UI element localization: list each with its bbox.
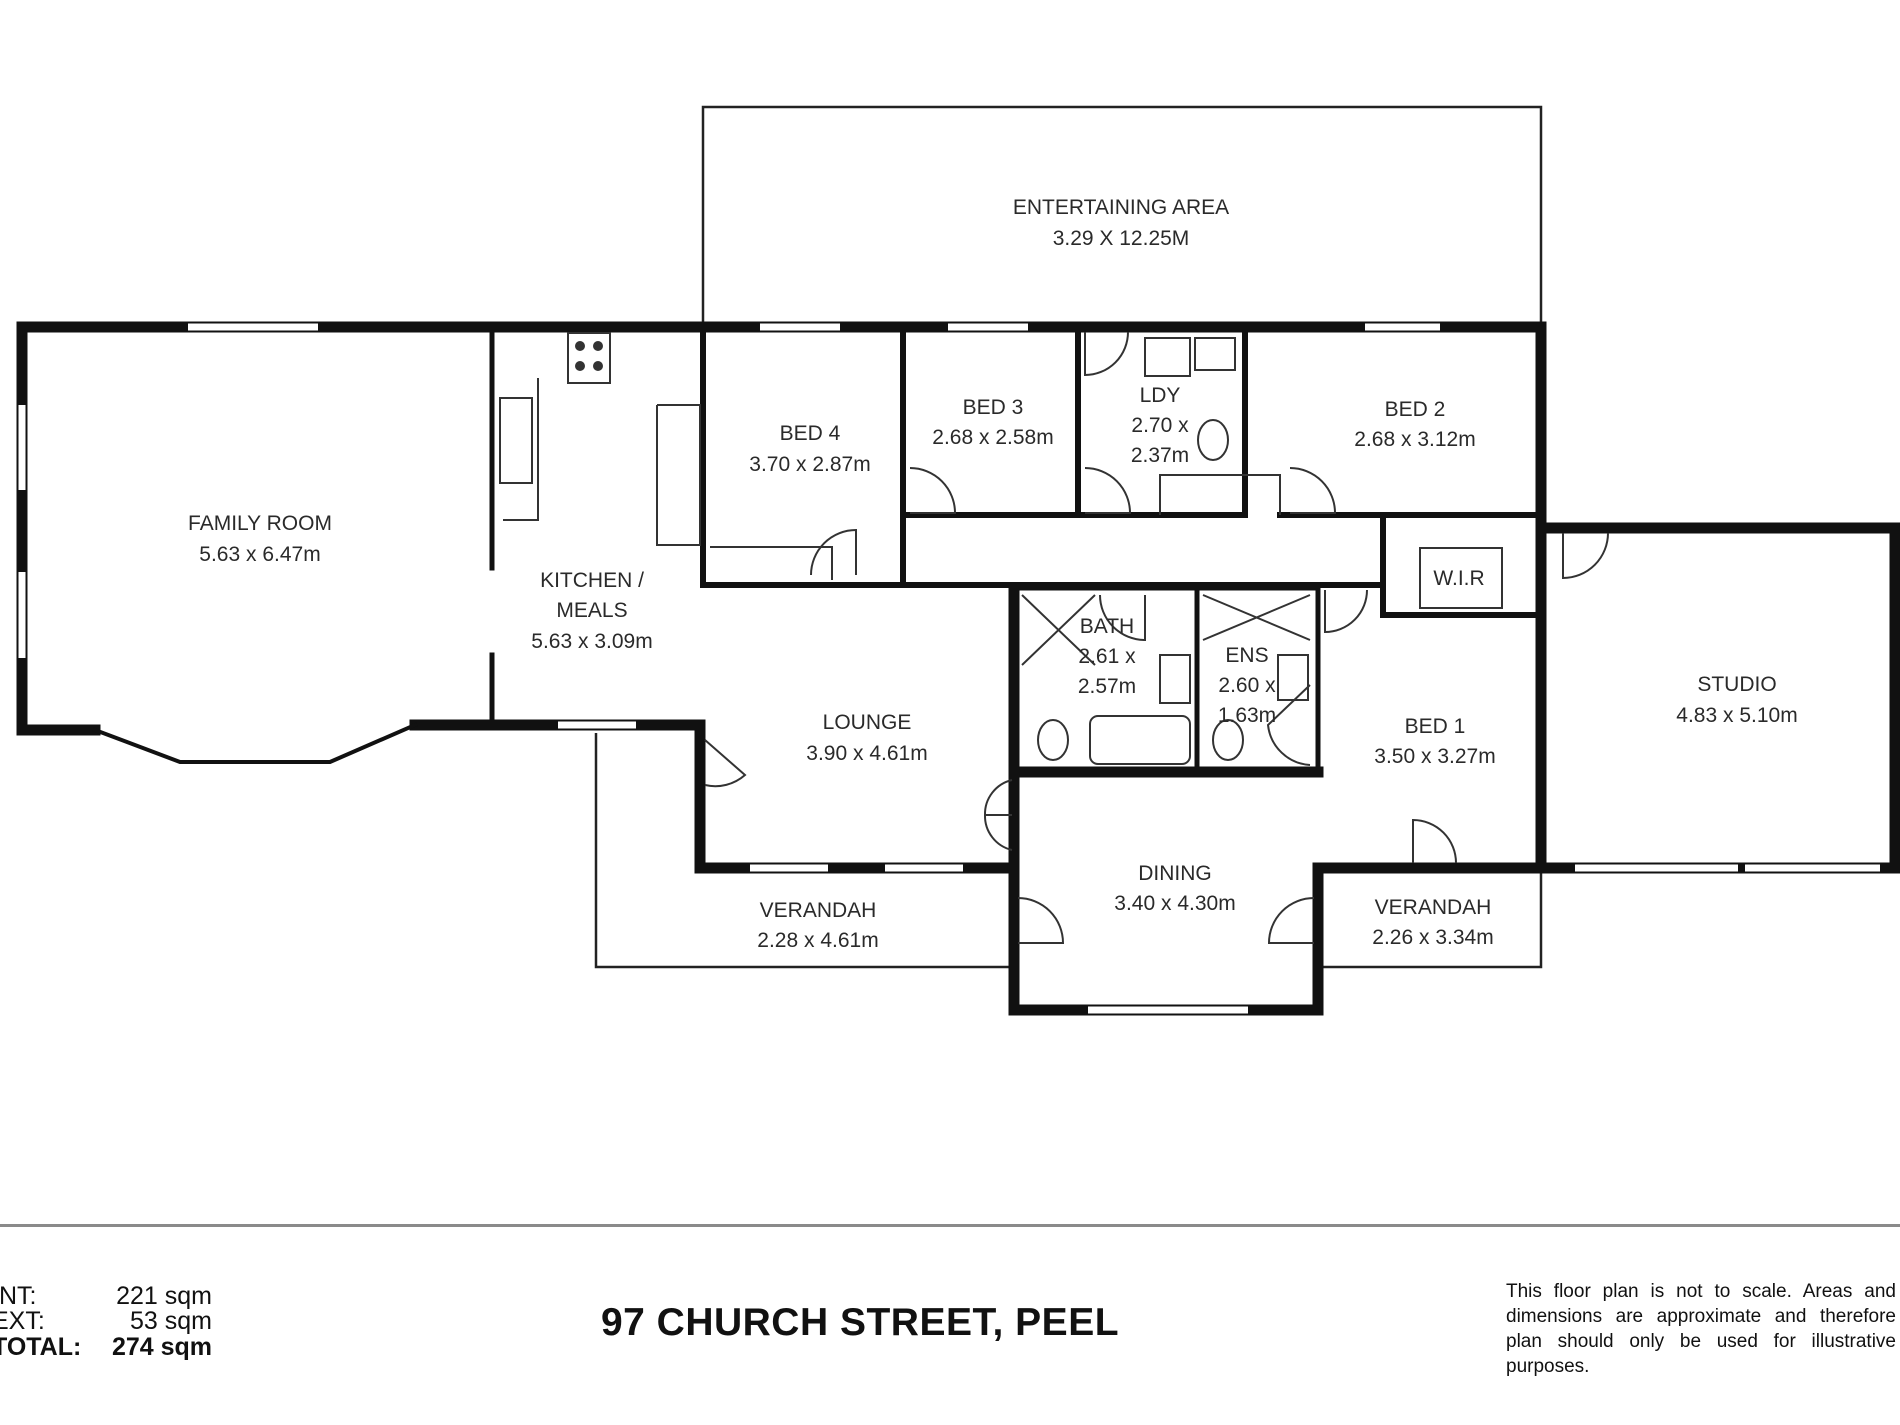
fixtures	[499, 332, 1503, 765]
family-dims: 5.63 x 6.47m	[199, 543, 320, 566]
ldy-walls	[1075, 324, 1248, 518]
door-ldy-1	[1084, 331, 1129, 377]
door-dining-west	[1017, 897, 1065, 944]
dining-name: DINING	[1138, 862, 1212, 885]
ldy-dims-1: 2.70 x	[1131, 414, 1189, 437]
ldy-cupboard	[1159, 474, 1281, 515]
family-name: FAMILY ROOM	[188, 512, 332, 535]
kitchen-dims: 5.63 x 3.09m	[531, 630, 652, 653]
bed4-name: BED 4	[780, 422, 841, 445]
entertaining-name: ENTERTAINING AREA	[1013, 196, 1229, 219]
lounge-dims: 3.90 x 4.61m	[806, 742, 927, 765]
ldy-tub	[1144, 337, 1191, 377]
ens-walls	[1194, 585, 1321, 771]
studio-name: STUDIO	[1697, 673, 1776, 696]
property-address: 97 CHURCH STREET, PEEL	[600, 1301, 1120, 1344]
kitchen-sink	[499, 397, 533, 484]
dining-dims: 3.40 x 4.30m	[1114, 892, 1235, 915]
bed1-name: BED 1	[1405, 715, 1466, 738]
lounge-name: LOUNGE	[823, 711, 912, 734]
door-bed1-top	[1324, 589, 1368, 634]
area-int-value: 221 sqm	[116, 1282, 212, 1310]
wir-robe	[1419, 547, 1503, 609]
bed3-walls	[900, 324, 1081, 518]
bath-tub	[1089, 715, 1191, 765]
bath-dims-1: 2.61 x	[1078, 645, 1136, 668]
area-total-label: TOTAL:	[0, 1333, 82, 1361]
bed4-robe	[710, 546, 833, 580]
ldy-name: LDY	[1140, 384, 1181, 407]
ens-shower-cross	[1202, 594, 1311, 641]
door-bed2	[1289, 467, 1337, 514]
verandah-east-outline	[1322, 870, 1543, 969]
wir-name: W.I.R	[1433, 567, 1484, 590]
door-dining-east	[1267, 897, 1315, 944]
bath-toilet	[1037, 719, 1069, 761]
area-total-value: 274 sqm	[111, 1333, 212, 1361]
bed2-name: BED 2	[1385, 398, 1446, 421]
bed4-dims: 3.70 x 2.87m	[749, 453, 870, 476]
door-swings	[704, 331, 1609, 944]
bed4-walls	[700, 324, 906, 588]
disclaimer-text: This floor plan is not to scale. Areas a…	[1506, 1281, 1896, 1377]
kitchen-name-1: KITCHEN /	[540, 569, 644, 592]
area-ext-value: 53 sqm	[130, 1307, 212, 1335]
door-lounge-east-a	[983, 779, 1013, 816]
bath-shower-cross	[1021, 594, 1096, 666]
area-int-label: INT:	[0, 1282, 37, 1310]
ldy-toilet	[1197, 419, 1229, 461]
bed3-name: BED 3	[963, 396, 1024, 419]
bed1-dims: 3.50 x 3.27m	[1374, 745, 1495, 768]
bath-name: BATH	[1080, 615, 1134, 638]
bed3-dims: 2.68 x 2.58m	[932, 426, 1053, 449]
studio-dims: 4.83 x 5.10m	[1676, 704, 1797, 727]
wir-walls	[1380, 517, 1544, 618]
studio-walls	[1535, 522, 1900, 874]
ens-name: ENS	[1225, 644, 1268, 667]
dining-west-wall	[1008, 862, 1324, 1016]
door-studio	[1562, 532, 1609, 580]
floor-plan: ENTERTAINING AREA 3.29 X 12.25M FAMILY R…	[16, 105, 1900, 1016]
ldy-sink	[1194, 337, 1236, 371]
door-bed3	[909, 467, 957, 514]
cooktop-burner	[593, 361, 603, 371]
door-bed1-bottom	[1412, 818, 1457, 864]
ens-toilet	[1212, 719, 1244, 761]
door-ens	[1266, 684, 1311, 766]
ens-dims-2: 1.63m	[1218, 704, 1276, 727]
room-labels: ENTERTAINING AREA 3.29 X 12.25M FAMILY R…	[188, 196, 1798, 952]
verandah-west-name: VERANDAH	[760, 899, 877, 922]
entertaining-dims: 3.29 X 12.25M	[1053, 227, 1190, 250]
door-bath	[1099, 594, 1146, 642]
ldy-dims-2: 2.37m	[1131, 444, 1189, 467]
door-ldy-2	[1084, 467, 1132, 514]
plan-footer: INT: 221 sqm EXT: 53 sqm TOTAL: 274 sqm …	[0, 1224, 1900, 1425]
cooktop-burner	[593, 341, 603, 351]
footer-divider	[0, 1224, 1900, 1227]
ens-dims-1: 2.60 x	[1218, 674, 1276, 697]
ens-basin	[1277, 654, 1309, 701]
area-ext-label: EXT:	[0, 1307, 45, 1335]
verandah-west-dims: 2.28 x 4.61m	[757, 929, 878, 952]
kitchen-fridge	[656, 404, 701, 546]
door-lounge-west	[704, 739, 747, 788]
windows	[18, 323, 1880, 1014]
bath-dims-2: 2.57m	[1078, 675, 1136, 698]
bath-basin	[1159, 654, 1191, 704]
kitchen-name-2: MEALS	[556, 599, 627, 622]
bed2-dims: 2.68 x 3.12m	[1354, 428, 1475, 451]
cooktop	[567, 332, 611, 384]
verandah-east-dims: 2.26 x 3.34m	[1372, 926, 1493, 949]
entertaining-area-outline	[701, 105, 1543, 327]
bay-window-frame	[92, 722, 418, 764]
cooktop-burner	[575, 361, 585, 371]
verandah-west-outline	[594, 733, 1014, 969]
verandah-east-name: VERANDAH	[1375, 896, 1492, 919]
kitchen-bench	[503, 378, 539, 521]
door-bed4	[810, 528, 857, 576]
door-lounge-east-b	[983, 814, 1013, 851]
cooktop-burner	[575, 341, 585, 351]
walls	[16, 321, 1900, 1016]
outdoor-outlines	[594, 105, 1543, 969]
